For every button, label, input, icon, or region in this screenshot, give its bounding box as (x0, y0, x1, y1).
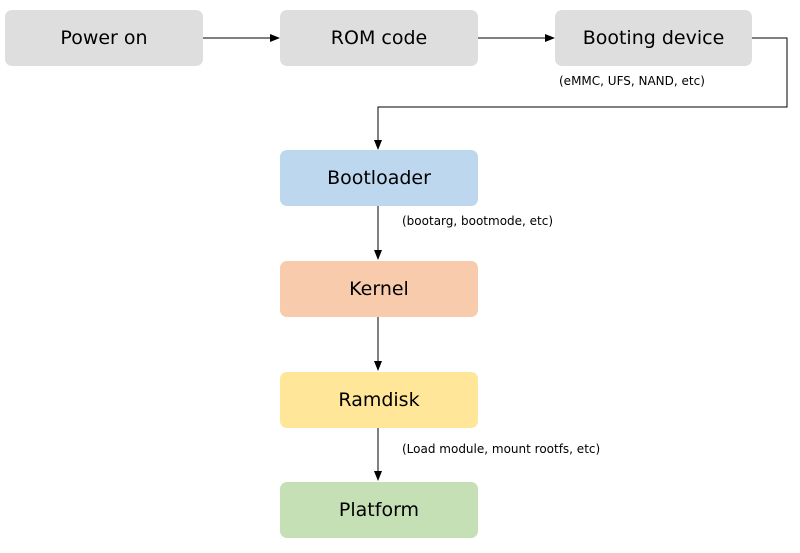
bootloader-label: Bootloader (327, 167, 431, 189)
ramdisk-label: Ramdisk (338, 389, 420, 411)
rom-code-label: ROM code (330, 27, 428, 49)
power-on-label: Power on (60, 27, 148, 49)
bootloader-note: (bootarg, bootmode, etc) (402, 214, 554, 228)
power-on-node: Power on (5, 10, 203, 66)
booting-device-label: Booting device (582, 27, 725, 49)
platform-label: Platform (338, 499, 420, 521)
kernel-label: Kernel (349, 278, 409, 300)
platform-node: Platform (280, 482, 478, 538)
ramdisk-node: Ramdisk (280, 372, 478, 428)
ramdisk-note: (Load module, mount rootfs, etc) (402, 442, 601, 456)
booting-device-node: Booting device (555, 10, 752, 66)
arrow-booting-to-bootloader (374, 37, 788, 150)
bootloader-node: Bootloader (280, 150, 478, 206)
kernel-node: Kernel (280, 261, 478, 317)
booting-device-note: (eMMC, UFS, NAND, etc) (559, 74, 705, 88)
rom-code-node: ROM code (280, 10, 478, 66)
